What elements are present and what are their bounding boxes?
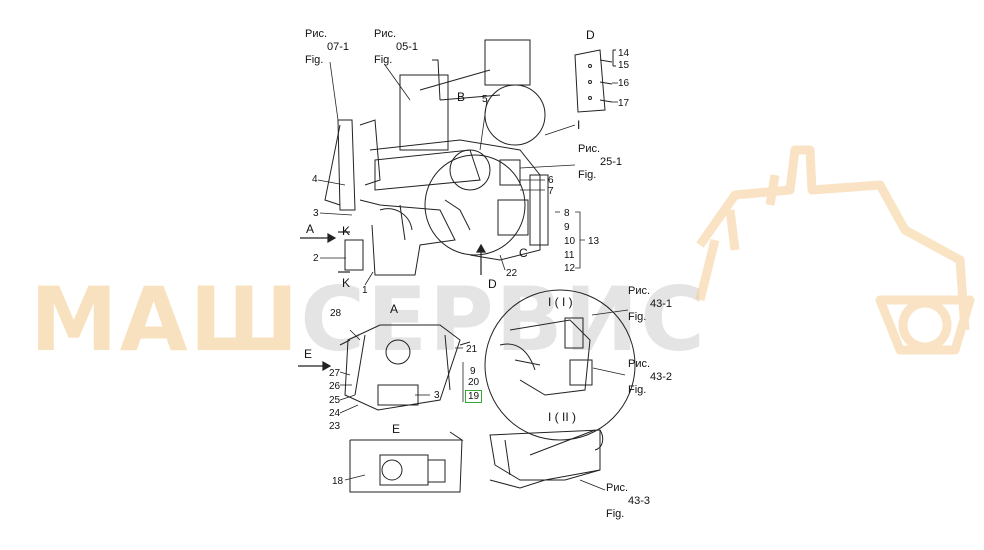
callout-3: 3 [313,208,319,219]
ref-25-1-line2: 25-1 [600,156,623,168]
callout-21: 21 [466,344,478,355]
watermark-tractor-icon [695,145,975,355]
view-label-b: B [457,90,466,104]
ref-07-1-line3: Fig. [305,54,324,66]
ref-05-1-line3: Fig. [374,54,393,66]
direction-arrows [298,231,487,372]
callout-4: 4 [312,174,318,185]
leader-lines [317,61,629,491]
callout-6: 6 [548,175,554,186]
detail-d-drawing [574,49,616,113]
ref-43-1-line3: Fig. [628,311,647,323]
view-e-drawing [349,431,464,493]
ref-fig-43-2: Рис. 43-2 Fig. [628,358,672,397]
callout-25: 25 [329,395,341,406]
view-label-d-top: D [586,28,595,42]
view-label-k2: K [342,276,351,290]
callout-14: 14 [618,48,630,59]
ref-07-1-line1: Рис. [305,28,328,40]
callout-10: 10 [564,236,576,247]
ref-43-1-line1: Рис. [628,285,651,297]
callout-8: 8 [564,208,570,219]
ref-43-3-line2: 43-3 [628,495,651,507]
detail-i-i-drawing [484,289,636,441]
ref-43-2-line1: Рис. [628,358,651,370]
view-title-i-ii: I ( II ) [548,410,576,424]
ref-fig-05-1: Рис. 05-1 Fig. [374,28,418,67]
callout-27: 27 [329,368,341,379]
callout-17: 17 [618,98,630,109]
callout-11: 11 [564,250,575,261]
callout-2: 2 [313,253,319,264]
view-title-i-i: I ( I ) [548,295,573,309]
callout-16: 16 [618,78,630,89]
ref-07-1-line2: 07-1 [327,41,350,53]
ref-43-2-line2: 43-2 [650,371,673,383]
callout-28: 28 [330,308,342,319]
callout-19: 19 [464,390,483,403]
view-label-i: I [577,118,581,132]
callout-22: 22 [506,268,518,279]
callout-5: 5 [482,94,488,105]
ref-05-1-line2: 05-1 [396,41,419,53]
engine-main-view [324,39,549,276]
callout-13: 13 [588,236,600,247]
ref-43-1-line2: 43-1 [650,298,673,310]
ref-fig-43-1: Рис. 43-1 Fig. [628,285,672,324]
callout-9: 9 [564,222,570,233]
ref-fig-43-3: Рис. 43-3 Fig. [606,482,650,521]
ref-fig-07-1: Рис. 07-1 Fig. [305,28,349,67]
callout-24: 24 [329,408,341,419]
view-title-a: A [390,302,399,316]
arrow-label-e: E [304,347,313,361]
callout-1: 1 [362,285,368,296]
detail-i-ii-drawing [489,429,604,489]
callout-3-view-a: 3 [434,390,440,401]
view-title-e: E [392,422,401,436]
ref-25-1-line1: Рис. [578,143,601,155]
view-a-drawing [339,324,471,411]
ref-43-3-line1: Рис. [606,482,629,494]
ref-25-1-line3: Fig. [578,169,597,181]
ref-43-3-line3: Fig. [606,508,625,520]
callout-23: 23 [329,421,341,432]
callout-26: 26 [329,381,341,392]
callout-15: 15 [618,60,630,71]
ref-05-1-line1: Рис. [374,28,397,40]
callout-18: 18 [332,476,344,487]
view-label-d: D [488,277,497,291]
ref-fig-25-1: Рис. 25-1 Fig. [578,143,622,182]
callout-20: 20 [468,377,480,388]
callout-9-view-a: 9 [470,366,476,377]
ref-43-2-line3: Fig. [628,384,647,396]
arrow-label-a: A [306,222,315,236]
view-label-k1: K [342,224,351,238]
callout-12: 12 [564,263,576,274]
callout-7: 7 [548,186,554,197]
view-label-c: C [519,246,528,260]
